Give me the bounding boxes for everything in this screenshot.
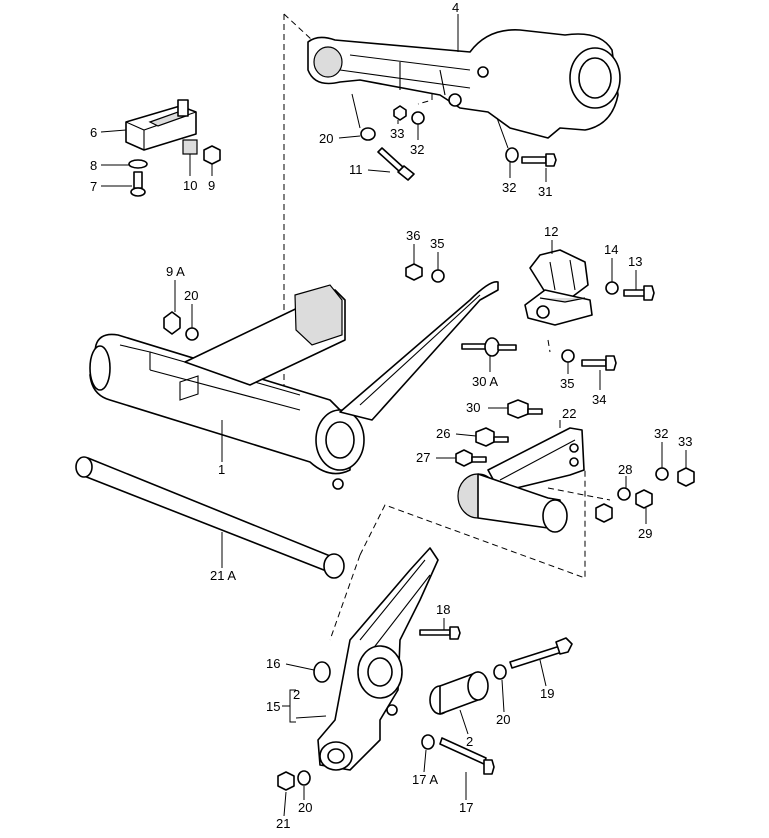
bolt-part-18	[419, 626, 461, 640]
callout-26: 26	[436, 426, 450, 441]
spring-plate-part-15	[317, 547, 439, 771]
bolt-part-19	[493, 637, 573, 680]
callout-35-bottom: 35	[560, 376, 574, 391]
callout-22: 22	[562, 406, 576, 421]
top-left-fasteners	[128, 139, 221, 197]
callout-9: 9	[208, 178, 215, 193]
mount-block-part-6	[125, 99, 197, 151]
callout-12: 12	[544, 224, 558, 239]
callout-27: 27	[416, 450, 430, 465]
leader-lines	[100, 14, 687, 817]
callout-labels: 4 6 8 7 10 9 20 33 32 11 32 31 36 35 12 …	[90, 0, 692, 831]
callout-4: 4	[452, 0, 459, 15]
callout-11: 11	[349, 162, 363, 177]
nut-part-21	[277, 770, 311, 791]
callout-20-right: 20	[496, 712, 510, 727]
callout-21: 21	[276, 816, 290, 831]
bolt-part-13	[605, 281, 655, 301]
callout-33-mid: 33	[678, 434, 692, 449]
callout-21A: 21 A	[210, 568, 236, 583]
bolt-part-30A	[461, 337, 517, 357]
washer-part-16	[313, 661, 331, 683]
callout-20-bottom: 20	[298, 800, 312, 815]
bushing-part-2	[429, 671, 489, 715]
nut-washer-group-28-29	[595, 467, 695, 523]
callout-15: 15	[266, 699, 280, 714]
callout-35-top: 35	[430, 236, 444, 251]
callout-32-mid: 32	[654, 426, 668, 441]
callout-36: 36	[406, 228, 420, 243]
callout-2-bushing: 2	[466, 734, 473, 749]
bolt-part-26	[475, 427, 509, 447]
trailing-arm-part-1	[89, 281, 499, 490]
callout-30A: 30 A	[472, 374, 498, 389]
callout-8: 8	[90, 158, 97, 173]
dashed-reference-lines	[283, 13, 611, 641]
callout-14: 14	[604, 242, 618, 257]
callout-17: 17	[459, 800, 473, 815]
callout-33-top: 33	[390, 126, 404, 141]
callout-19: 19	[540, 686, 554, 701]
callout-32-right: 32	[502, 180, 516, 195]
callout-17A: 17 A	[412, 772, 438, 787]
bolt-part-31	[505, 147, 557, 167]
callout-7: 7	[90, 179, 97, 194]
bolt-part-34	[561, 349, 617, 371]
callout-6: 6	[90, 125, 97, 140]
nut-part-9A	[163, 311, 199, 341]
axle-cross-member-part-4	[307, 29, 621, 139]
callout-30: 30	[466, 400, 480, 415]
bolt-part-17	[421, 734, 495, 775]
callout-10: 10	[183, 178, 197, 193]
engine-mount-part-12	[524, 249, 593, 326]
callout-32-top: 32	[410, 142, 424, 157]
callout-1: 1	[218, 462, 225, 477]
callout-20-left: 20	[184, 288, 198, 303]
callout-20-top: 20	[319, 131, 333, 146]
bolt-part-27	[455, 449, 487, 467]
callout-31: 31	[538, 184, 552, 199]
torsion-bar-part-21A	[75, 456, 345, 579]
callout-16: 16	[266, 656, 280, 671]
callout-13: 13	[628, 254, 642, 269]
callout-34: 34	[592, 392, 606, 407]
callout-2-bracket: 2	[293, 687, 300, 702]
bolt-part-30	[507, 399, 543, 419]
callout-29: 29	[638, 526, 652, 541]
callout-18: 18	[436, 602, 450, 617]
bracket-part-22	[457, 427, 585, 533]
callout-28: 28	[618, 462, 632, 477]
bolt-part-11	[360, 105, 425, 181]
callout-9A: 9 A	[166, 264, 185, 279]
